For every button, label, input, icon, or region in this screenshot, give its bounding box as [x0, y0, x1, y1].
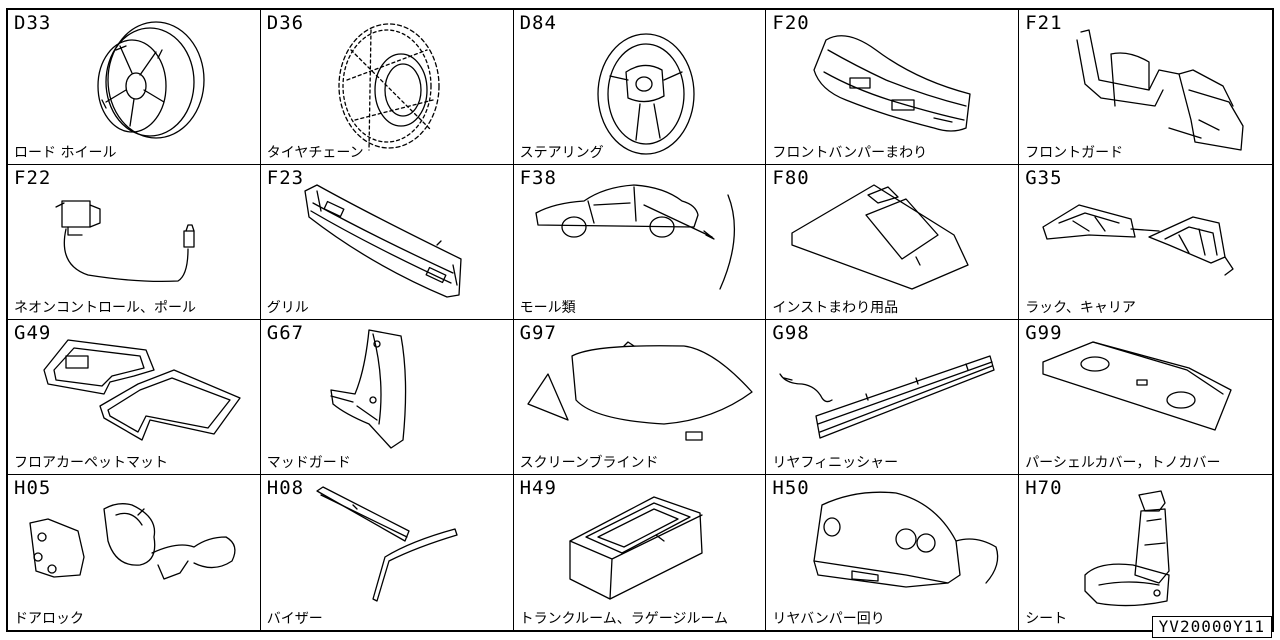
- roof-rack-icon: [1042, 204, 1234, 276]
- steering-wheel-icon: [596, 33, 695, 155]
- parts-index-grid: D33 ロード ホイール D36 タイヤチェーン D84: [6, 8, 1274, 632]
- part-code: F22: [14, 167, 52, 189]
- part-code: D36: [266, 12, 305, 34]
- part-label: リヤフィニッシャー: [772, 455, 899, 471]
- visor-icon: [316, 486, 458, 602]
- part-cell-D33[interactable]: D33 ロード ホイール: [8, 10, 261, 165]
- instrument-panel-icon: [791, 184, 970, 290]
- part-cell-H05[interactable]: H05 ドアロック: [8, 475, 261, 630]
- part-cell-G99[interactable]: G99 パーシェルカバー，トノカバー: [1019, 320, 1272, 475]
- part-code: H05: [14, 477, 52, 499]
- part-code: G49: [14, 322, 52, 344]
- neon-control-pole-icon: [55, 200, 195, 283]
- front-guard-icon: [1076, 29, 1244, 151]
- part-code: F23: [266, 167, 305, 189]
- part-label: ネオンコントロール、ポール: [14, 300, 196, 316]
- part-cell-F20[interactable]: F20 フロントバンパーまわり: [766, 10, 1020, 165]
- part-cell-D84[interactable]: D84 ステアリング: [513, 10, 767, 165]
- part-label: ラック、キャリア: [1025, 300, 1136, 316]
- part-cell-F23[interactable]: F23 グリル: [260, 165, 514, 320]
- rear-bumper-icon: [813, 491, 999, 588]
- part-cell-H49[interactable]: H49 トランクルーム、ラゲージルーム: [513, 475, 767, 630]
- part-code: G98: [772, 322, 810, 344]
- part-code: H70: [1025, 477, 1063, 499]
- part-code: G67: [266, 322, 305, 344]
- part-code: D84: [519, 12, 557, 34]
- part-label: フロントガード: [1025, 145, 1124, 161]
- molding-icon: [534, 184, 735, 290]
- part-code: G99: [1025, 322, 1063, 344]
- part-cell-D36[interactable]: D36 タイヤチェーン: [260, 10, 514, 165]
- road-wheel-icon: [97, 21, 205, 139]
- parcel-shelf-cover-icon: [1042, 341, 1232, 431]
- part-code: F38: [519, 167, 557, 189]
- tire-chain-icon: [338, 23, 440, 151]
- front-bumper-icon: [813, 35, 972, 132]
- rear-finisher-icon: [779, 355, 996, 439]
- part-label: トランクルーム、ラゲージルーム: [519, 611, 729, 627]
- part-code: F80: [772, 167, 810, 189]
- part-code: F20: [772, 12, 810, 34]
- part-label: グリル: [266, 300, 309, 316]
- part-label: ドアロック: [14, 611, 84, 627]
- part-label: バイザー: [266, 611, 323, 627]
- mud-guard-icon: [330, 329, 407, 449]
- door-lock-icon: [29, 503, 236, 580]
- part-cell-G97[interactable]: G97 スクリーンブラインド: [513, 320, 767, 475]
- part-label: タイヤチェーン: [266, 145, 364, 161]
- part-cell-G35[interactable]: G35 ラック、キャリア: [1019, 165, 1272, 320]
- part-cell-G98[interactable]: G98 リヤフィニッシャー: [766, 320, 1020, 475]
- part-code: G35: [1025, 167, 1063, 189]
- drawing-number: YV20000Y11: [1151, 616, 1272, 638]
- part-label: フロアカーペットマット: [14, 455, 168, 471]
- part-label: リヤバンパー回り: [772, 611, 885, 627]
- part-code: D33: [14, 12, 52, 34]
- part-cell-F38[interactable]: F38 モール類: [513, 165, 767, 320]
- seat-icon: [1084, 490, 1170, 607]
- part-cell-G49[interactable]: G49 フロアカーペットマット: [8, 320, 261, 475]
- part-cell-F21[interactable]: F21 フロントガード: [1019, 10, 1272, 165]
- part-label: モール類: [519, 300, 576, 316]
- grille-icon: [304, 184, 462, 298]
- part-label: パーシェルカバー，トノカバー: [1025, 455, 1221, 471]
- part-label: インストまわり用品: [772, 300, 899, 316]
- part-code: H08: [266, 477, 305, 499]
- part-label: マッドガード: [266, 455, 351, 471]
- part-label: シート: [1025, 611, 1068, 627]
- part-cell-H50[interactable]: H50 リヤバンパー回り: [766, 475, 1020, 630]
- part-cell-F22[interactable]: F22 ネオンコントロール、ポール: [8, 165, 261, 320]
- part-label: ステアリング: [519, 145, 604, 161]
- part-code: H49: [519, 477, 557, 499]
- part-code: H50: [772, 477, 810, 499]
- part-cell-H70[interactable]: H70 シート: [1019, 475, 1272, 630]
- part-cell-H08[interactable]: H08 バイザー: [260, 475, 514, 630]
- part-label: スクリーンブラインド: [519, 455, 659, 471]
- trunk-box-icon: [568, 496, 703, 600]
- part-label: フロントバンパーまわり: [772, 145, 928, 161]
- part-code: G97: [519, 322, 557, 344]
- part-cell-G67[interactable]: G67 マッドガード: [260, 320, 514, 475]
- floor-mat-icon: [43, 339, 241, 441]
- screen-blind-icon: [526, 341, 753, 441]
- part-cell-F80[interactable]: F80 インストまわり用品: [766, 165, 1020, 320]
- part-label: ロード ホイール: [14, 145, 117, 161]
- part-code: F21: [1025, 12, 1063, 34]
